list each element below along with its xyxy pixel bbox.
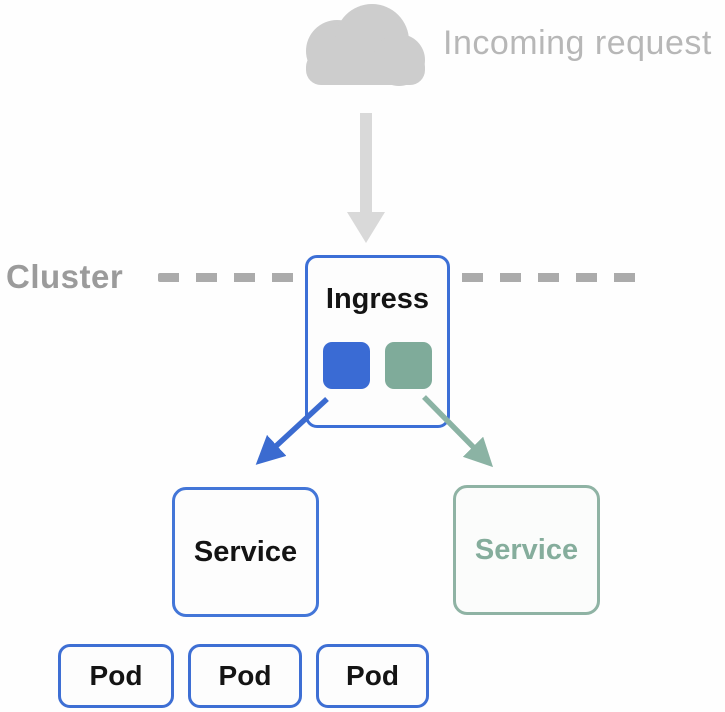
blue-rule-chip	[323, 342, 370, 389]
pod-node-2: Pod	[188, 644, 302, 708]
pod-3-label: Pod	[346, 660, 399, 691]
service-node-blue: Service	[172, 487, 319, 617]
down-arrow-icon	[347, 113, 385, 243]
ingress-label: Ingress	[325, 283, 430, 315]
service-blue-label: Service	[193, 535, 298, 568]
pod-2-label: Pod	[218, 660, 272, 691]
incoming-request-label: Incoming request	[443, 24, 712, 62]
cloud-icon	[306, 4, 425, 86]
ingress-rule-chips	[323, 342, 432, 389]
pod-1-label: Pod	[89, 660, 143, 691]
pod-node-1: Pod	[58, 644, 174, 708]
service-node-green: Service	[453, 485, 600, 615]
green-rule-chip	[385, 342, 432, 389]
ingress-node: Ingress	[305, 255, 450, 428]
cluster-label: Cluster	[6, 258, 124, 295]
service-green-label: Service	[474, 533, 579, 566]
pod-node-3: Pod	[316, 644, 429, 708]
